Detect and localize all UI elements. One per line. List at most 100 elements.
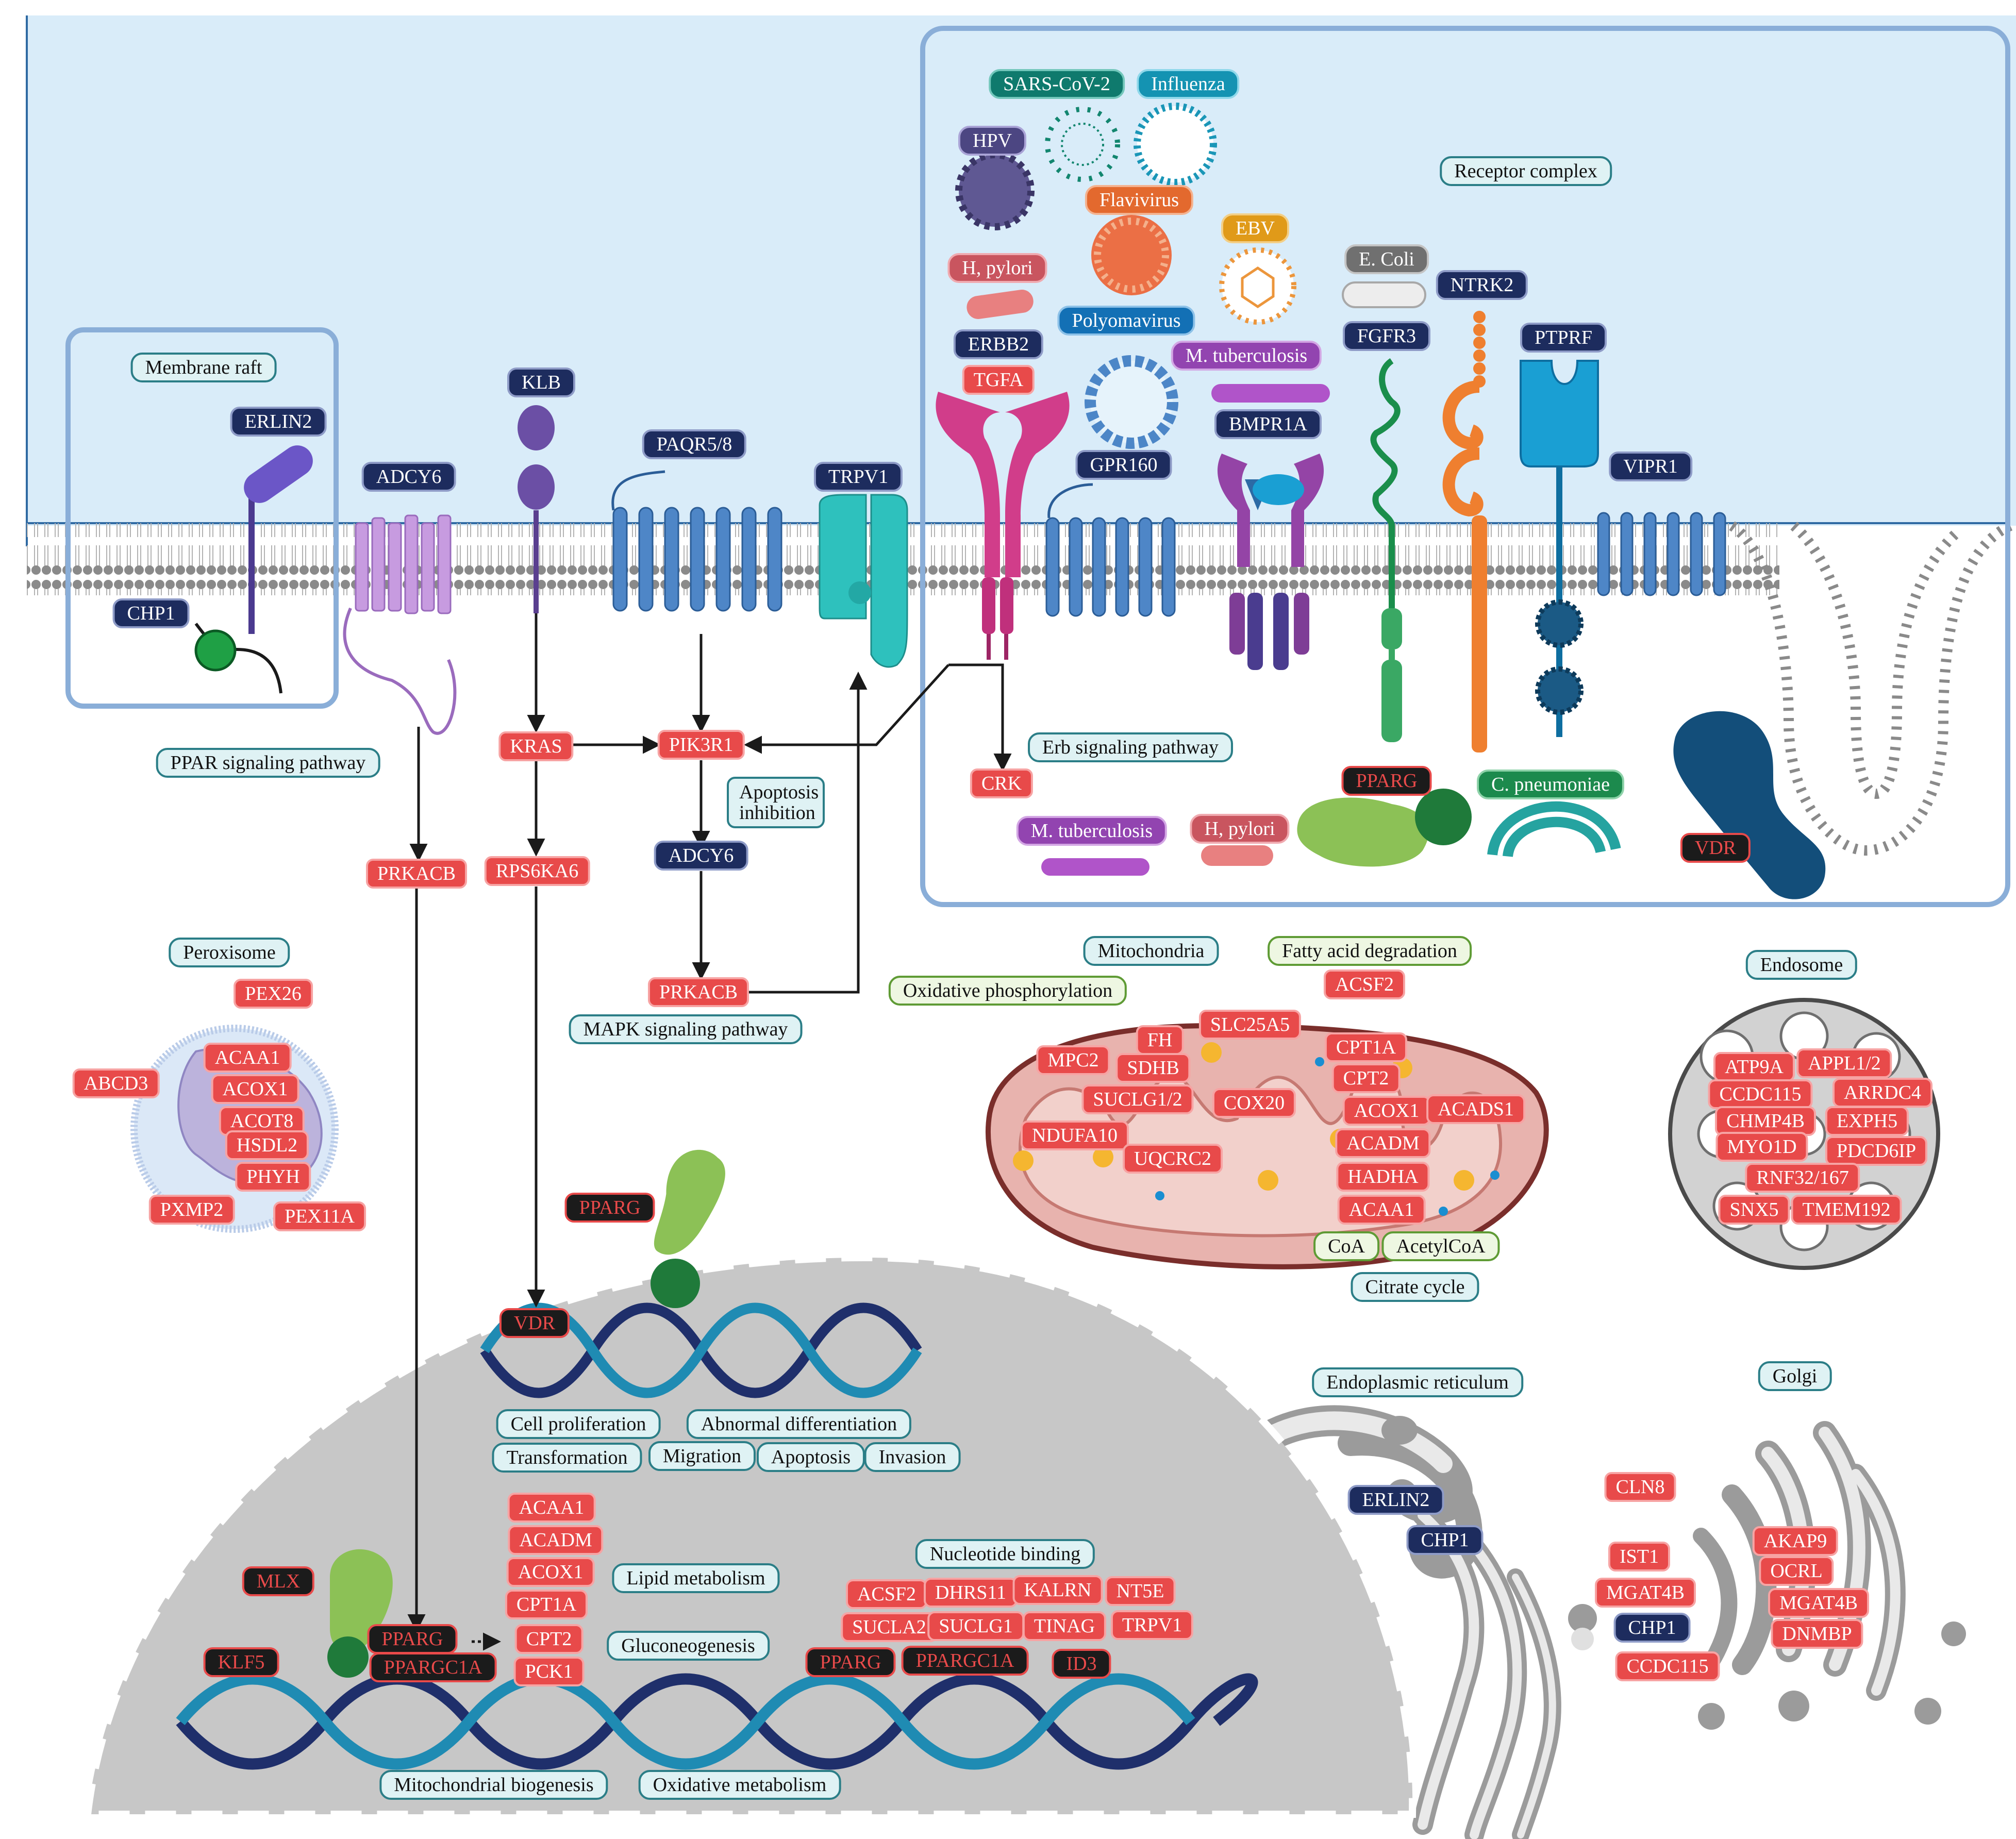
gluconeogenesis-label: Gluconeogenesis bbox=[607, 1631, 770, 1661]
nucleotide-gene: ACSF2 bbox=[845, 1579, 928, 1609]
nucleotide-gene: TINAG bbox=[1022, 1611, 1107, 1641]
lipid-gene: ACOX1 bbox=[506, 1557, 595, 1587]
e-coli-bacterium bbox=[1342, 281, 1426, 308]
endosome-gene: TMEM192 bbox=[1791, 1195, 1902, 1225]
endosome-gene: APPL1/2 bbox=[1796, 1048, 1892, 1078]
nucleotide-gene: TRPV1 bbox=[1110, 1610, 1194, 1640]
golgi-vesicle-gene: IST1 bbox=[1608, 1542, 1670, 1571]
c-pneumoniae bbox=[1487, 801, 1621, 858]
c-pneumoniae-label: C. pneumoniae bbox=[1476, 770, 1625, 799]
er-gene: CHP1 bbox=[1406, 1525, 1484, 1555]
signaling-arrows bbox=[407, 613, 1012, 1651]
lipid-gene: ACAA1 bbox=[507, 1493, 596, 1523]
erlin2-label: ERLIN2 bbox=[230, 407, 327, 437]
er-gene: ERLIN2 bbox=[1347, 1485, 1444, 1515]
tgfa-label: TGFA bbox=[962, 365, 1035, 395]
mitochondria-label: Mitochondria bbox=[1083, 936, 1219, 966]
polyomavirus-particle bbox=[1085, 355, 1178, 449]
nucleotide-binding-label: Nucleotide binding bbox=[915, 1539, 1095, 1569]
pik3r1-label: PIK3R1 bbox=[657, 730, 745, 760]
er-label: Endoplasmic reticulum bbox=[1312, 1367, 1523, 1397]
nucleotide-gene: DHRS11 bbox=[924, 1578, 1018, 1608]
chp1-label: CHP1 bbox=[112, 598, 190, 628]
mitochondria-gene: CPT1A bbox=[1324, 1032, 1408, 1062]
sars-cov-2-label: SARS-CoV-2 bbox=[989, 69, 1125, 99]
bottom-outcome: Oxidative metabolism bbox=[638, 1770, 841, 1800]
paqr-receptor bbox=[612, 507, 782, 612]
prkacb-mapk-label: PRKACB bbox=[647, 977, 749, 1007]
peroxisome-label: Peroxisome bbox=[169, 938, 290, 967]
bmpr1a-label: BMPR1A bbox=[1214, 409, 1322, 439]
hpv-label: HPV bbox=[958, 126, 1027, 156]
mitochondria-gene: COX20 bbox=[1212, 1088, 1296, 1118]
influenza-label: Influenza bbox=[1137, 69, 1240, 99]
klb-label: KLB bbox=[507, 367, 575, 397]
mitochondria-gene: ACAA1 bbox=[1337, 1195, 1426, 1225]
gpr160-receptor bbox=[1045, 517, 1176, 617]
flavivirus-particle bbox=[1091, 215, 1172, 295]
nucleus-tf: KLF5 bbox=[203, 1647, 279, 1677]
nucleus-tf: ID3 bbox=[1052, 1649, 1111, 1679]
m-tuberculosis-label-top: M. tuberculosis bbox=[1171, 341, 1322, 371]
endosome-gene: SNX5 bbox=[1718, 1195, 1790, 1225]
receptor-complex-label: Receptor complex bbox=[1440, 156, 1612, 186]
kras-label: KRAS bbox=[498, 731, 574, 761]
mitochondria-gene: MPC2 bbox=[1036, 1045, 1110, 1075]
acetylcoa-label: AcetylCoA bbox=[1381, 1231, 1500, 1261]
peroxisome-gene: PHYH bbox=[235, 1162, 311, 1192]
golgi-vesicle-gene: CCDC115 bbox=[1615, 1651, 1720, 1681]
vipr1-label: VIPR1 bbox=[1609, 452, 1692, 481]
nucleus-outcome: Invasion bbox=[864, 1442, 961, 1472]
endosome-gene: EXPH5 bbox=[1825, 1106, 1909, 1136]
endosome-gene: PDCD6IP bbox=[1825, 1136, 1928, 1166]
e-coli-label: E. Coli bbox=[1344, 244, 1429, 274]
coa-label: CoA bbox=[1313, 1231, 1379, 1261]
nucleus-tf: PPARGC1A bbox=[901, 1646, 1029, 1676]
nucleus-tf: PPARG bbox=[805, 1647, 896, 1677]
hpv-particle bbox=[955, 151, 1035, 230]
endosome-gene: CCDC115 bbox=[1708, 1079, 1813, 1109]
erbb2-label: ERBB2 bbox=[953, 329, 1044, 359]
endosome-gene: MYO1D bbox=[1715, 1132, 1808, 1162]
peroxisome-gene: PXMP2 bbox=[148, 1195, 235, 1225]
mitochondria-gene: ACADM bbox=[1335, 1128, 1431, 1158]
endosome-gene: RNF32/167 bbox=[1745, 1163, 1860, 1193]
golgi-label: Golgi bbox=[1758, 1361, 1832, 1391]
bottom-outcome: Mitochondrial biogenesis bbox=[379, 1770, 608, 1800]
m-tuberculosis-rod bbox=[1211, 384, 1330, 403]
lipid-gene: CPT2 bbox=[514, 1624, 584, 1654]
mitochondria-gene: ACADS1 bbox=[1426, 1094, 1525, 1124]
peroxisome-gene: PEX11A bbox=[273, 1201, 366, 1231]
membrane-raft-label: Membrane raft bbox=[130, 353, 277, 382]
golgi-gene: OCRL bbox=[1759, 1556, 1834, 1586]
prkacb-ppar-label: PRKACB bbox=[365, 859, 468, 889]
polyomavirus-label: Polyomavirus bbox=[1057, 306, 1195, 336]
h-pylori-label-top: H, pylori bbox=[947, 253, 1047, 283]
ntrk2-receptor bbox=[1473, 311, 1486, 388]
endosome-label: Endosome bbox=[1745, 950, 1858, 980]
mitochondria-gene: SLC25A5 bbox=[1198, 1010, 1302, 1040]
rps6ka6-label: RPS6KA6 bbox=[484, 856, 590, 886]
golgi-vesicle-gene: CLN8 bbox=[1604, 1472, 1676, 1502]
endosome-gene: ATP9A bbox=[1713, 1052, 1795, 1082]
nucleus-tf: PPARGC1A bbox=[369, 1652, 497, 1682]
pparg-protein-membrane bbox=[1297, 797, 1429, 867]
nucleus-tf: MLX bbox=[242, 1566, 315, 1596]
peroxisome-gene: ACOX1 bbox=[211, 1074, 299, 1104]
fatty-acid-label: Fatty acid degradation bbox=[1268, 936, 1472, 966]
mitochondria-gene: HADHA bbox=[1336, 1162, 1430, 1192]
nucleotide-gene: NT5E bbox=[1105, 1576, 1176, 1606]
pparg-cyto-label: PPARG bbox=[564, 1193, 655, 1223]
nucleotide-gene: SUCLG1 bbox=[927, 1611, 1024, 1641]
receptor-complex-box bbox=[920, 26, 2010, 907]
fgfr3-label: FGFR3 bbox=[1342, 321, 1431, 351]
peroxisome-gene: ABCD3 bbox=[72, 1068, 160, 1098]
influenza-particle bbox=[1134, 103, 1217, 186]
golgi-gene: DNMBP bbox=[1771, 1619, 1863, 1649]
ppar-pathway-label: PPAR signaling pathway bbox=[156, 748, 380, 778]
flavivirus-label: Flavivirus bbox=[1085, 185, 1194, 215]
adcy6-label: ADCY6 bbox=[361, 462, 456, 492]
pparg-membrane-label: PPARG bbox=[1341, 766, 1432, 796]
nucleotide-gene: KALRN bbox=[1012, 1575, 1103, 1605]
